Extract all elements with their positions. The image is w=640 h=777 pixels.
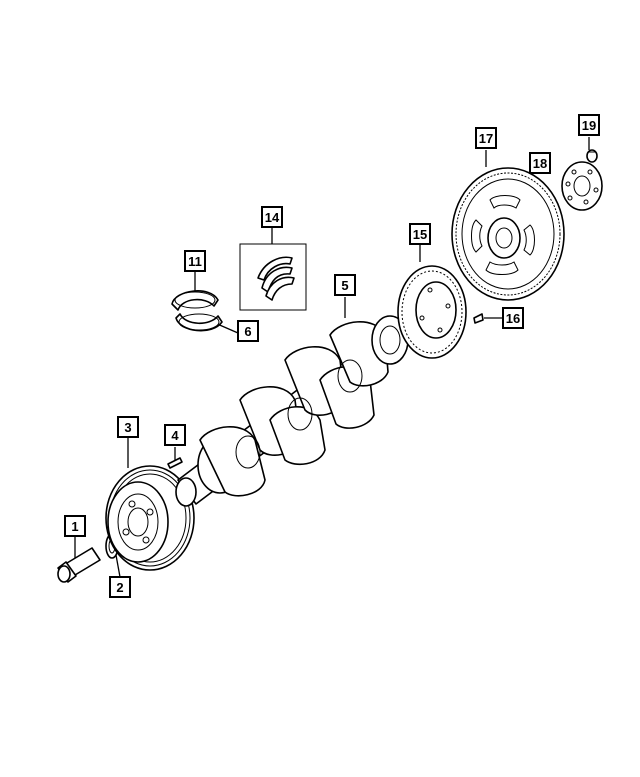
tone-wheel: [397, 265, 467, 359]
callout-18: 18: [529, 152, 551, 174]
tone-wheel-screw: [473, 313, 484, 324]
callout-14: 14: [261, 206, 283, 228]
callout-3: 3: [117, 416, 139, 438]
callout-1: 1: [64, 515, 86, 537]
main-bearing-shells: [171, 290, 223, 332]
thrust-washer-group: [239, 243, 307, 311]
crankshaft: [175, 315, 409, 507]
woodruff-key: [167, 457, 183, 469]
callout-15: 15: [409, 223, 431, 245]
leader-lines: [74, 137, 590, 578]
callout-16: 16: [502, 307, 524, 329]
callout-11: 11: [184, 250, 206, 272]
crank-bolt: [57, 547, 101, 583]
vibration-damper: [105, 465, 195, 571]
flexplate-bolt: [586, 149, 598, 163]
callout-5: 5: [334, 274, 356, 296]
reinforcement-plate: [561, 161, 603, 211]
callout-19: 19: [578, 114, 600, 136]
callout-2: 2: [109, 576, 131, 598]
callout-17: 17: [475, 127, 497, 149]
callout-6: 6: [237, 320, 259, 342]
callout-4: 4: [164, 424, 186, 446]
flexplate: [451, 167, 565, 301]
